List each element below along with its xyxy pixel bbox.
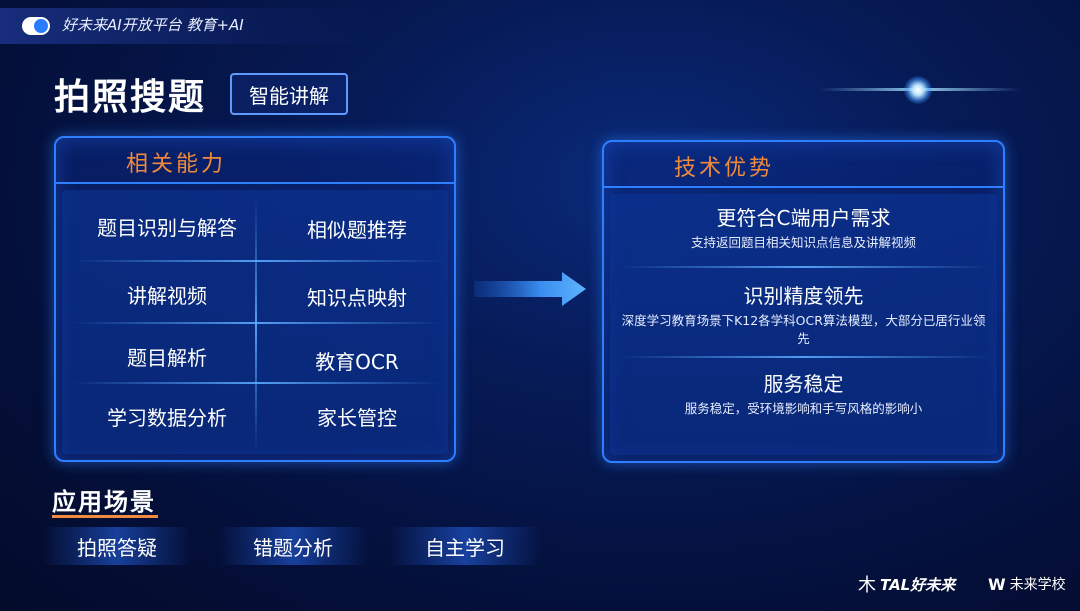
advantage-title: 服务稳定 [763,372,844,396]
toggle-icon [22,17,50,35]
capability-item: 题目识别与解答 [97,216,237,240]
capabilities-title: 相关能力 [126,152,227,177]
advantage-title: 识别精度领先 [743,284,864,308]
arrow-right-icon [474,272,586,306]
capability-item: 学习数据分析 [107,406,227,430]
capability-item: 教育OCR [315,350,399,374]
capability-item: 题目解析 [127,346,207,370]
advantage-desc: 深度学习教育场景下K12各学科OCR算法模型，大部分已居行业领先 [621,313,986,346]
capability-item: 家长管控 [317,406,397,430]
advantage-divider [620,266,990,268]
future-school-logo: W 未来学校 [988,574,1066,594]
advantage-desc: 服务稳定，受环境影响和手写风格的影响小 [684,401,923,416]
advantage-desc: 支持返回题目相关知识点信息及讲解视频 [690,235,916,250]
capability-item: 知识点映射 [307,286,407,310]
capability-item: 讲解视频 [127,284,207,308]
grid-divider [72,322,442,324]
tal-logo: ⽊ TAL好未来 [858,572,955,596]
advantage-divider [620,356,990,358]
advantages-panel: 技术优势 更符合C端用户需求 支持返回题目相关知识点信息及讲解视频 识别精度领先… [602,140,1005,463]
scenarios-underline [52,515,158,518]
scenario-photo-qa: 拍照答疑 [42,527,192,565]
capabilities-header: 相关能力 [56,138,454,184]
advantage-title: 更符合C端用户需求 [716,206,891,230]
grid-divider [72,382,442,384]
advantages-list: 更符合C端用户需求 支持返回题目相关知识点信息及讲解视频 识别精度领先 深度学习… [610,194,997,455]
page-title: 拍照搜题 [54,77,207,118]
light-flare-decoration [820,70,1020,110]
advantages-title: 技术优势 [674,156,775,181]
scenario-self-study: 自主学习 [390,527,540,565]
grid-vertical-divider [255,200,257,450]
capability-item: 相似题推荐 [307,218,407,242]
tal-tree-icon: ⽊ [858,575,876,596]
advantages-header: 技术优势 [604,142,1003,188]
scenario-error-analysis: 错题分析 [218,527,368,565]
scenarios-title: 应用场景 [52,488,156,516]
subtitle-tag: 智能讲解 [230,73,348,115]
top-bar [0,8,380,44]
capabilities-grid: 题目识别与解答 相似题推荐 讲解视频 知识点映射 题目解析 教育OCR 学习数据… [62,190,448,454]
platform-title: 好未来AI开放平台 教育+AI [62,16,244,34]
w-logo-icon: W [988,574,1006,594]
grid-divider [72,260,442,262]
capabilities-panel: 相关能力 题目识别与解答 相似题推荐 讲解视频 知识点映射 题目解析 教育OCR… [54,136,456,462]
